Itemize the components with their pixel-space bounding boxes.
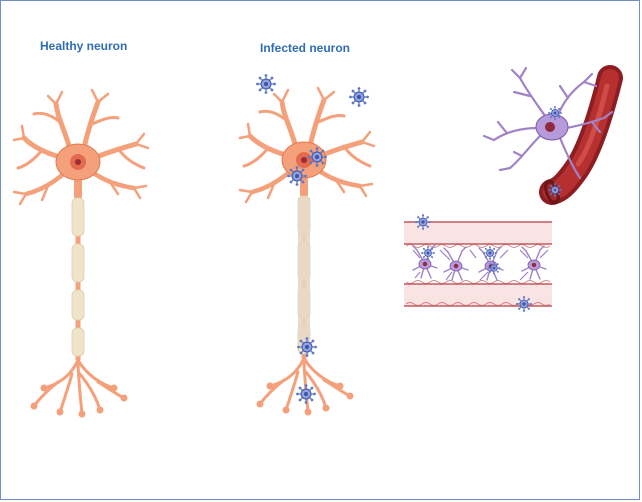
virus-particle-icon (348, 86, 370, 108)
barrier-diagram (404, 213, 552, 313)
infected-neuron-label: Infected neuron (260, 41, 351, 55)
virus-particle-icon (255, 73, 277, 95)
virus-particle-icon (286, 165, 308, 187)
microglia-icon (482, 66, 614, 198)
virus-particle-icon (306, 146, 328, 168)
healthy-neuron-label: Healthy neuron (40, 39, 128, 53)
virus-particle-icon (296, 336, 318, 358)
infected-neuron-icon (240, 88, 374, 416)
virus-particle-icon (295, 383, 317, 405)
blood-vessel-icon (539, 65, 623, 205)
virus-particles (255, 73, 370, 405)
healthy-neuron-icon (14, 90, 148, 418)
